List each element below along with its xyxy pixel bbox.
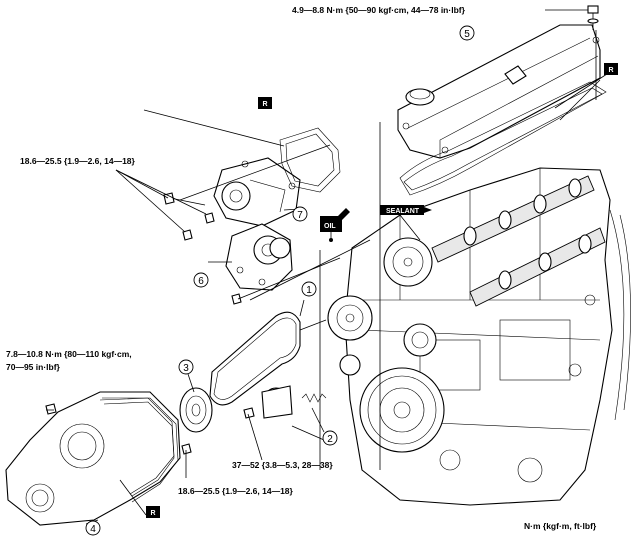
tensioner: [261, 385, 293, 419]
timing-belt-cover: [5, 391, 181, 526]
callout-1-label: 1: [306, 285, 312, 296]
belt-cover-gasket: [99, 397, 179, 503]
torque-cover-bolt: 4.9—8.8 N·m {50—90 kgf·cm, 44—78 in·lbf}: [292, 5, 466, 15]
bolt-head-1: [163, 192, 175, 205]
timing-belt: [209, 311, 301, 406]
callout-3: 3: [178, 359, 194, 375]
water-pump-gasket: [279, 127, 341, 193]
crankshaft-pulley: [359, 367, 445, 453]
callout-1: 1: [301, 281, 317, 297]
callout-6: 6: [193, 272, 209, 288]
crank-sprocket: [179, 387, 213, 433]
cylinder-head-cover: [397, 24, 601, 159]
callout-2: 2: [322, 430, 338, 446]
bolt-head-7: [181, 443, 192, 455]
callout-4: 4: [85, 520, 101, 536]
callout-4-label: 4: [90, 524, 96, 535]
bolt-head-4: [231, 293, 242, 305]
torque-belt-cover-line2: 70—95 in·lbf}: [6, 362, 61, 372]
cover-bolt: [587, 5, 599, 30]
oil-tag-text: OIL: [324, 223, 336, 230]
callout-3-label: 3: [183, 363, 189, 374]
sealant-tag-text: SEALANT: [386, 208, 420, 215]
callout-2-label: 2: [327, 434, 333, 445]
callout-7: 7: [292, 206, 308, 222]
timing-pulleys: [327, 237, 437, 376]
tensioner-spring: [301, 393, 327, 403]
camshafts: [431, 175, 606, 307]
bolt-head-5: [243, 407, 255, 419]
torque-belt-cover-line1: 7.8—10.8 N·m {80—110 kgf·cm,: [6, 349, 132, 359]
oil-can-icon: OIL: [320, 208, 350, 242]
cover-gasket: [399, 81, 607, 196]
replace-tag-label: R: [150, 510, 155, 517]
torque-tensioner-bolt: 37—52 {3.8—5.3, 28—38}: [232, 460, 333, 470]
water-pump: [213, 157, 301, 227]
bolt-head-6: [45, 403, 57, 415]
replace-tag-cover-gasket: R: [604, 63, 618, 75]
units-note: N·m {kgf·m, ft·lbf}: [524, 521, 597, 531]
callout-5-label: 5: [464, 29, 470, 40]
oil-pump-bracket: [225, 223, 293, 291]
engine-block: [344, 167, 631, 506]
bolt-head-2: [204, 212, 215, 224]
callout-7-label: 7: [297, 210, 303, 221]
replace-tag-belt-cover-gasket: R: [146, 506, 160, 518]
callout-6-label: 6: [198, 276, 204, 287]
callout-5: 5: [459, 25, 475, 41]
replace-tag-label: R: [262, 101, 267, 108]
replace-tag-label: R: [608, 67, 613, 74]
bolt-head-3: [182, 229, 193, 241]
replace-tag-pump-gasket: R: [258, 97, 272, 109]
leader-lines: [46, 30, 611, 525]
torque-water-pump-bolts: 18.6—25.5 {1.9—2.6, 14—18}: [20, 156, 136, 166]
sealant-icon: SEALANT: [380, 205, 432, 241]
torque-lower-bolts: 18.6—25.5 {1.9—2.6, 14—18}: [178, 486, 294, 496]
